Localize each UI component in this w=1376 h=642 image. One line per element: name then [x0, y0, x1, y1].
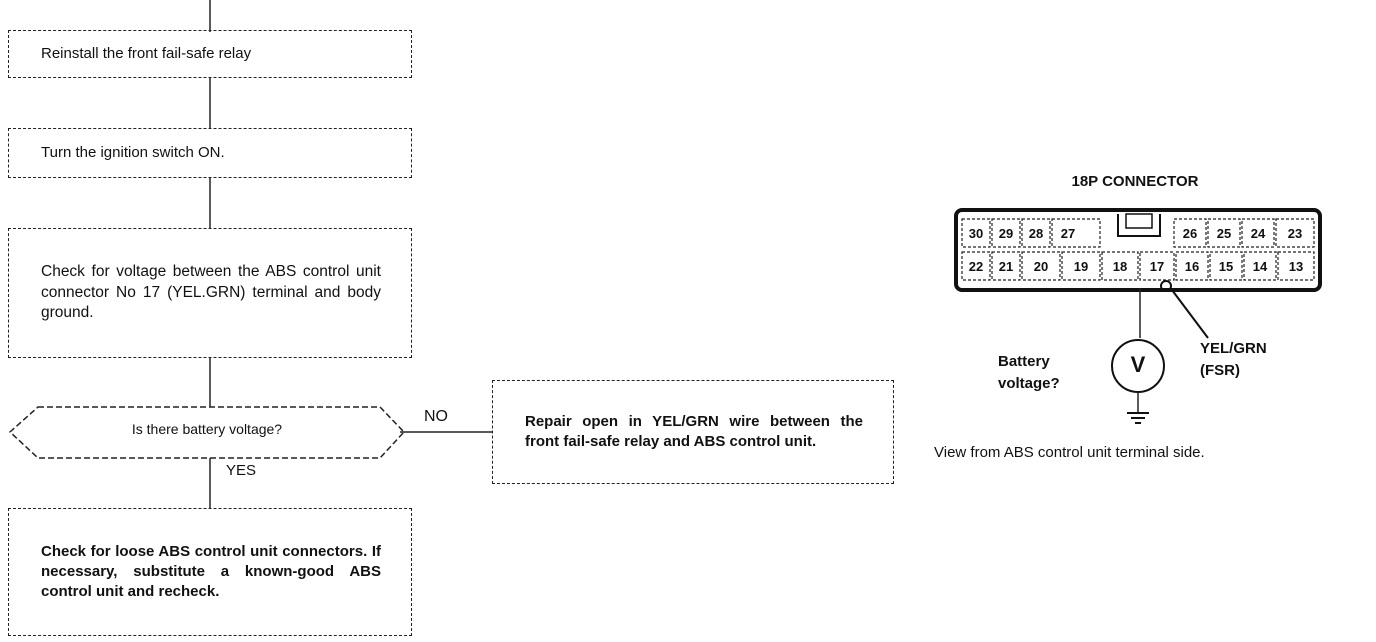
connector-drawing — [954, 208, 1322, 424]
wire-circuit-label: (FSR) — [1200, 362, 1240, 379]
pin-13: 13 — [1288, 259, 1304, 274]
pin-23: 23 — [1287, 226, 1303, 241]
pin-20: 20 — [1033, 259, 1049, 274]
wire-pointer-line — [1171, 289, 1209, 339]
pin-27: 27 — [1060, 226, 1076, 241]
pin-21: 21 — [998, 259, 1014, 274]
pin-25: 25 — [1216, 226, 1232, 241]
pin-19: 19 — [1073, 259, 1089, 274]
step-reinstall-relay: Reinstall the front fail-safe relay — [8, 30, 412, 78]
step-ignition-text: Turn the ignition switch ON. — [41, 143, 225, 161]
pin-30: 30 — [968, 226, 984, 241]
pin-18: 18 — [1112, 259, 1128, 274]
pin-24: 24 — [1250, 226, 1266, 241]
view-caption: View from ABS control unit terminal side… — [934, 444, 1205, 461]
step-check-loose-connectors: Check for loose ABS control unit connect… — [8, 508, 412, 636]
step-loose-text: Check for loose ABS control unit connect… — [41, 542, 381, 601]
decision-shape — [8, 406, 406, 459]
wire-color-label: YEL/GRN — [1200, 340, 1267, 357]
battery-label: Battery — [998, 353, 1050, 370]
terminal-probe-point — [1160, 280, 1172, 292]
ground-icon — [1127, 412, 1149, 424]
pin-17: 17 — [1149, 259, 1165, 274]
pin-26: 26 — [1182, 226, 1198, 241]
pin-16: 16 — [1184, 259, 1200, 274]
branch-yes-label: YES — [226, 462, 257, 479]
branch-no-label: NO — [424, 408, 448, 425]
step-repair-text: Repair open in YEL/GRN wire between the … — [525, 412, 863, 450]
step-repair-wire: Repair open in YEL/GRN wire between the … — [492, 380, 894, 484]
voltage-question-label: voltage? — [998, 375, 1060, 392]
pin-14: 14 — [1252, 259, 1268, 274]
voltmeter-symbol: V — [1130, 352, 1146, 377]
pin-29: 29 — [998, 226, 1014, 241]
pin-15: 15 — [1218, 259, 1234, 274]
pin-22: 22 — [968, 259, 984, 274]
step-check-voltage: Check for voltage between the ABS contro… — [8, 228, 412, 358]
step-check-voltage-text: Check for voltage between the ABS contro… — [41, 262, 381, 322]
decision-question: Is there battery voltage? — [131, 421, 283, 437]
connector-title: 18P CONNECTOR — [1071, 173, 1199, 190]
pin-28: 28 — [1028, 226, 1044, 241]
step-ignition-on: Turn the ignition switch ON. — [8, 128, 412, 178]
step-reinstall-text: Reinstall the front fail-safe relay — [41, 44, 252, 62]
